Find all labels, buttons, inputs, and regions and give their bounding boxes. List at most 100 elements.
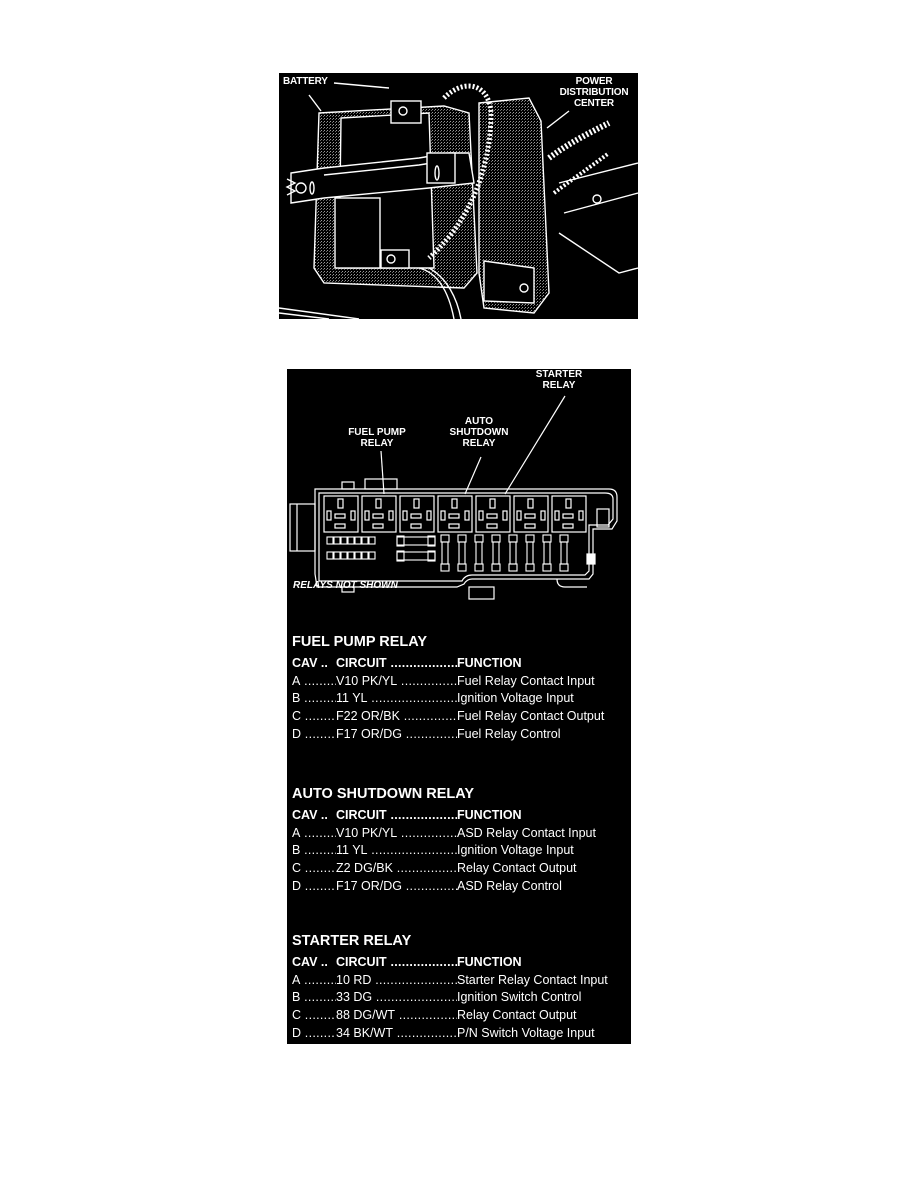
function-cell: ASD Relay Control bbox=[457, 878, 562, 893]
callout-line: AUTO bbox=[464, 416, 494, 427]
circuit-cell: 88 DG/WT bbox=[336, 1007, 457, 1025]
function-cell: Starter Relay Contact Input bbox=[457, 972, 608, 987]
circuit-text: V10 PK/YL bbox=[336, 673, 398, 688]
header-function: FUNCTION bbox=[457, 656, 522, 670]
circuit-text: 33 DG bbox=[336, 990, 373, 1005]
circuit-cell: V10 PK/YL bbox=[336, 825, 457, 843]
table-row: B 33 DG Ignition Switch Control bbox=[292, 989, 628, 1007]
cav-text: A bbox=[292, 825, 301, 840]
cav-text: A bbox=[292, 972, 301, 987]
function-cell: Fuel Relay Contact Input bbox=[457, 673, 595, 688]
header-cav: CAV .. bbox=[292, 656, 328, 670]
circuit-text: 10 RD bbox=[336, 972, 372, 987]
header-cav: CAV .. bbox=[292, 955, 328, 969]
circuit-cell: 10 RD bbox=[336, 972, 457, 990]
cav-text: D bbox=[292, 1025, 302, 1040]
circuit-cell: 33 DG bbox=[336, 989, 457, 1007]
auto-shutdown-relay-table: AUTO SHUTDOWN RELAY CAV .. CIRCUIT FUNCTIO… bbox=[292, 785, 628, 896]
cav-cell: B bbox=[292, 690, 336, 708]
function-cell: Fuel Relay Control bbox=[457, 726, 561, 741]
circuit-cell: 34 BK/WT bbox=[336, 1025, 457, 1043]
pdc-label-line-2: DISTRIBUTION bbox=[559, 87, 629, 98]
callout-line: RELAY bbox=[542, 380, 576, 391]
circuit-text: F17 OR/DG bbox=[336, 878, 402, 893]
circuit-cell: 11 YL bbox=[336, 842, 457, 860]
pdc-label-line-1: POWER bbox=[575, 76, 613, 87]
header-circuit-text: CIRCUIT bbox=[336, 808, 387, 822]
cav-cell: A bbox=[292, 972, 336, 990]
function-cell: Ignition Voltage Input bbox=[457, 843, 574, 858]
function-cell: Fuel Relay Contact Output bbox=[457, 709, 605, 724]
cav-cell: A bbox=[292, 825, 336, 843]
circuit-text: 11 YL bbox=[336, 691, 368, 706]
cav-text: B bbox=[292, 990, 301, 1005]
cav-text: B bbox=[292, 691, 301, 706]
cav-cell: D bbox=[292, 726, 336, 744]
callout-line: RELAY bbox=[360, 438, 394, 449]
maxi-fuses bbox=[440, 534, 569, 572]
header-circuit: CIRCUIT bbox=[336, 655, 457, 673]
cav-cell: D bbox=[292, 1025, 336, 1043]
circuit-text: 88 DG/WT bbox=[336, 1008, 396, 1023]
table-row: C88 DG/WTRelay Contact Output bbox=[292, 1007, 628, 1025]
circuit-cell: V10 PK/YL bbox=[336, 673, 457, 691]
header-circuit-text: CIRCUIT bbox=[336, 656, 387, 670]
header-function: FUNCTION bbox=[457, 808, 522, 822]
header-cav: CAV .. bbox=[292, 808, 328, 822]
function-cell: Relay Contact Output bbox=[457, 861, 577, 876]
battery-label: BATTERY bbox=[283, 76, 328, 87]
mini-fuse-rows bbox=[326, 535, 436, 562]
table-header: CAV .. CIRCUIT FUNCTION bbox=[292, 655, 628, 673]
cav-text: B bbox=[292, 843, 301, 858]
cav-cell: D bbox=[292, 878, 336, 896]
table-header: CAV .. CIRCUIT FUNCTION bbox=[292, 954, 628, 972]
function-cell: P/N Switch Voltage Input bbox=[457, 1025, 595, 1040]
table-row: B 11 YL Ignition Voltage Input bbox=[292, 690, 628, 708]
function-cell: ASD Relay Contact Input bbox=[457, 825, 596, 840]
section-title: AUTO SHUTDOWN RELAY bbox=[292, 786, 475, 802]
circuit-text: 11 YL bbox=[336, 843, 368, 858]
function-cell: Ignition Voltage Input bbox=[457, 691, 574, 706]
starter-relay-table: STARTER RELAY CAV .. CIRCUIT FUNCTION A 10 … bbox=[292, 932, 628, 1043]
callout-line: STARTER bbox=[535, 369, 583, 380]
header-circuit: CIRCUIT bbox=[336, 954, 457, 972]
cav-text: C bbox=[292, 1008, 302, 1023]
cav-text: D bbox=[292, 726, 302, 741]
fuel-pump-relay-callout: FUEL PUMP RELAY bbox=[342, 427, 412, 449]
battery-pdc-illustration: BATTERY POWER DISTRIBUTION CENTER bbox=[279, 73, 638, 319]
cav-cell: C bbox=[292, 708, 336, 726]
circuit-text: Z2 DG/BK bbox=[336, 861, 393, 876]
table-row: D F17 OR/DG Fuel Relay Control bbox=[292, 726, 628, 744]
circuit-text: 34 BK/WT bbox=[336, 1025, 393, 1040]
circuit-cell: F22 OR/BK bbox=[336, 708, 457, 726]
circuit-text: V10 PK/YL bbox=[336, 825, 398, 840]
fuel-pump-relay-table: FUEL PUMP RELAY CAV ..CIRCUITFUNCTION AV… bbox=[292, 633, 628, 744]
auto-shutdown-relay-callout: AUTO SHUTDOWN RELAY bbox=[445, 416, 513, 449]
section-title: FUEL PUMP RELAY bbox=[292, 634, 428, 650]
circuit-text: F22 OR/BK bbox=[336, 709, 400, 724]
circuit-cell: F17 OR/DG bbox=[336, 726, 457, 744]
relays-not-shown-note: RELAYS NOT SHOWN bbox=[293, 580, 398, 591]
cav-text: C bbox=[292, 709, 302, 724]
starter-relay-callout: STARTER RELAY bbox=[529, 369, 589, 391]
circuit-cell: F17 OR/DG bbox=[336, 878, 457, 896]
function-cell: Ignition Switch Control bbox=[457, 990, 582, 1005]
header-circuit: CIRCUIT bbox=[336, 807, 457, 825]
section-title: STARTER RELAY bbox=[292, 933, 412, 949]
cav-cell: B bbox=[292, 989, 336, 1007]
circuit-cell: Z2 DG/BK bbox=[336, 860, 457, 878]
circuit-cell: 11 YL bbox=[336, 690, 457, 708]
circuit-text: F17 OR/DG bbox=[336, 726, 402, 741]
table-row: CZ2 DG/BK Relay Contact Output bbox=[292, 860, 628, 878]
cav-cell: B bbox=[292, 842, 336, 860]
battery-pdc-drawing bbox=[279, 82, 638, 319]
power-distribution-center-label: POWER DISTRIBUTION CENTER bbox=[554, 76, 634, 109]
callout-line: FUEL PUMP bbox=[348, 427, 406, 438]
table-row: A 10 RD Starter Relay Contact Input bbox=[292, 972, 628, 990]
cav-cell: C bbox=[292, 860, 336, 878]
cav-text: D bbox=[292, 878, 302, 893]
header-circuit-text: CIRCUIT bbox=[336, 955, 387, 969]
header-function: FUNCTION bbox=[457, 955, 522, 969]
table-row: D 34 BK/WT P/N Switch Voltage Input bbox=[292, 1025, 628, 1043]
table-row: AV10 PK/YLFuel Relay Contact Input bbox=[292, 673, 628, 691]
